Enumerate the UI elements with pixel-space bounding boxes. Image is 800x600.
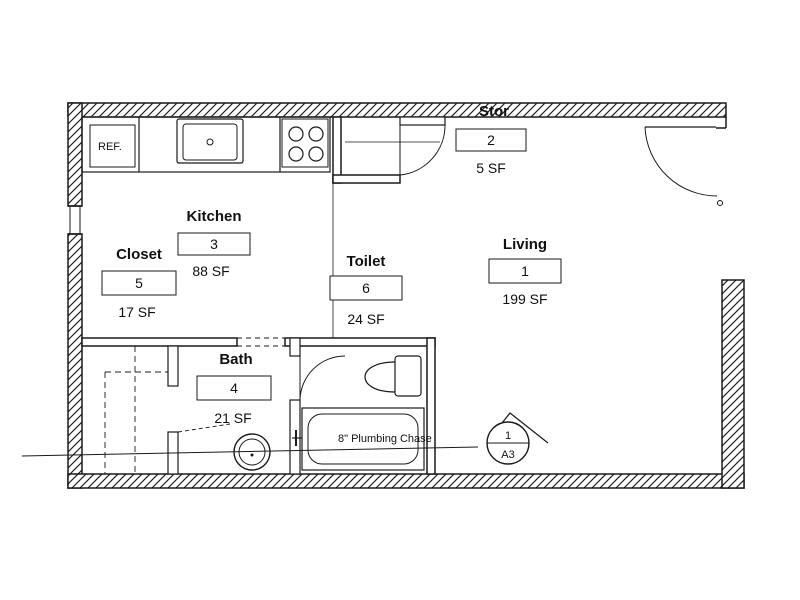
plumbing-chase-label: 8" Plumbing Chase xyxy=(338,433,432,445)
section-marker: 1 A3 xyxy=(486,412,549,465)
cooktop xyxy=(281,118,329,168)
bottom-wall xyxy=(67,473,745,489)
room-bath: Bath 4 21 SF xyxy=(196,351,272,426)
bath-door xyxy=(299,355,346,401)
room-name-kitchen: Kitchen xyxy=(186,208,241,225)
closet-door xyxy=(177,423,231,433)
storage-walls xyxy=(332,116,446,184)
room-toilet: Toilet 6 24 SF xyxy=(329,253,403,327)
room-number-stor: 2 xyxy=(487,132,495,148)
section-number: 1 xyxy=(505,430,511,442)
room-tag-bath xyxy=(196,375,272,401)
room-number-bath: 4 xyxy=(230,380,238,396)
room-area-kitchen: 88 SF xyxy=(192,263,229,279)
top-wall xyxy=(67,102,727,118)
room-name-closet: Closet xyxy=(116,246,162,263)
left-wall-lower xyxy=(67,233,83,489)
room-stor: Stor 2 5 SF xyxy=(455,103,527,176)
section-sheet: A3 xyxy=(501,449,514,461)
room-tag-closet xyxy=(101,270,177,296)
room-area-toilet: 24 SF xyxy=(347,311,384,327)
room-area-stor: 5 SF xyxy=(476,160,506,176)
section-line xyxy=(21,446,479,457)
room-tag-living xyxy=(488,258,562,284)
room-tag-stor xyxy=(455,128,527,152)
room-area-bath: 21 SF xyxy=(214,410,251,426)
refrigerator-label: REF. xyxy=(98,141,122,153)
entry-door xyxy=(644,126,723,206)
kitchen-sink xyxy=(176,118,244,164)
exterior-walls xyxy=(67,102,745,489)
toilet-fixture xyxy=(364,355,422,397)
room-kitchen: Kitchen 3 88 SF xyxy=(177,208,251,279)
room-area-closet: 17 SF xyxy=(118,304,155,320)
closet-shelving xyxy=(104,346,168,474)
left-wall-upper xyxy=(67,102,83,207)
left-window xyxy=(68,205,82,235)
room-living: Living 1 199 SF xyxy=(488,236,562,307)
plumbing-chase: 8" Plumbing Chase xyxy=(292,430,432,446)
room-area-living: 199 SF xyxy=(502,291,547,307)
room-number-closet: 5 xyxy=(135,275,143,291)
room-number-toilet: 6 xyxy=(362,280,370,296)
room-tag-toilet xyxy=(329,275,403,301)
storage-door xyxy=(345,124,446,176)
right-wall xyxy=(721,279,745,489)
room-name-bath: Bath xyxy=(219,351,252,368)
kitchen-counter xyxy=(81,116,331,173)
room-number-living: 1 xyxy=(521,263,529,279)
room-name-toilet: Toilet xyxy=(347,253,386,270)
room-closet: Closet 5 17 SF xyxy=(101,246,177,320)
refrigerator: REF. xyxy=(89,124,136,168)
room-name-stor: Stor xyxy=(479,103,509,120)
room-number-kitchen: 3 xyxy=(210,236,218,252)
bathtub xyxy=(301,407,425,471)
room-name-living: Living xyxy=(503,236,547,253)
room-tag-kitchen xyxy=(177,232,251,256)
